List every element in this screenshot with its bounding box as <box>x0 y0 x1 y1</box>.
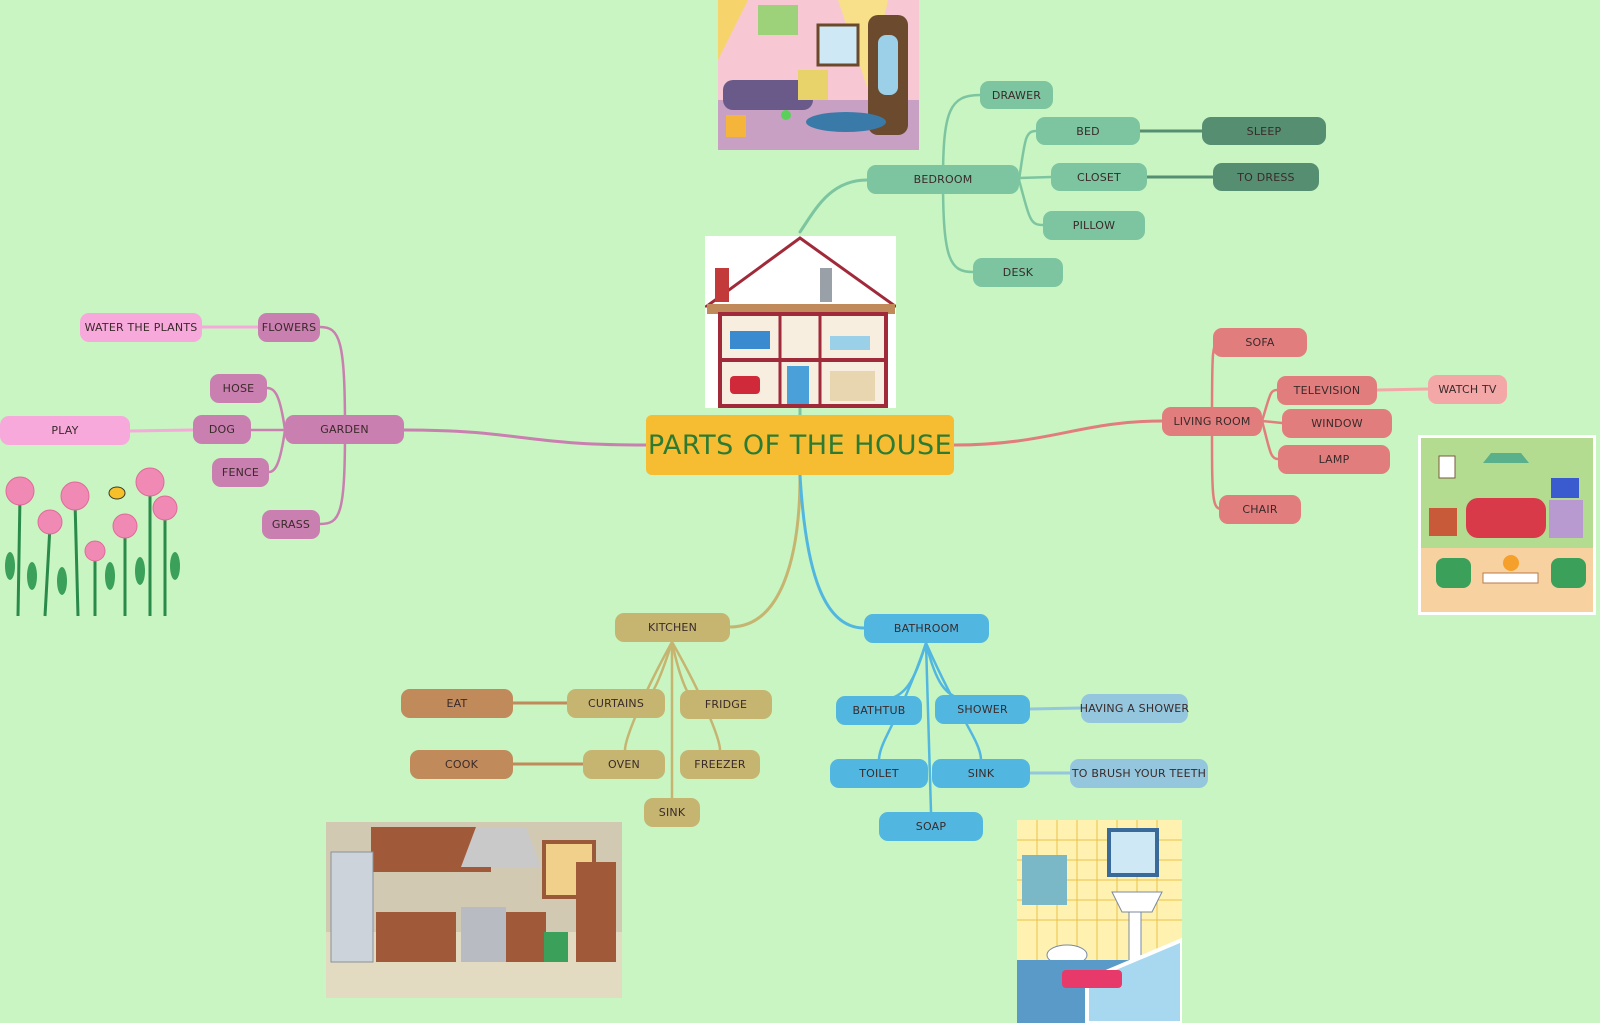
curtains-node[interactable]: CURTAINS <box>567 689 665 718</box>
soap-node[interactable]: SOAP <box>879 812 983 841</box>
fence-node[interactable]: FENCE <box>212 458 269 487</box>
link-bedroom-desk <box>941 178 975 274</box>
eat-node[interactable]: EAT <box>401 689 513 718</box>
bathtub-node[interactable]: BATHTUB <box>836 696 922 725</box>
bedroom-node[interactable]: BEDROOM <box>867 165 1019 194</box>
kitchen-sink-node[interactable]: SINK <box>644 798 700 827</box>
link-central-bedroom <box>798 178 869 234</box>
living-room-illustration <box>1418 435 1596 615</box>
link-bedroom-closet <box>1017 175 1053 180</box>
link-garden-flowers <box>318 325 347 432</box>
link-central-living-room <box>952 419 1164 447</box>
link-central-kitchen <box>728 473 802 629</box>
oven-node[interactable]: OVEN <box>583 750 665 779</box>
television-node[interactable]: TELEVISION <box>1277 376 1377 405</box>
chair-node[interactable]: CHAIR <box>1219 495 1301 524</box>
link-garden-fence <box>267 428 287 474</box>
link-central-garden <box>402 428 648 447</box>
central-topic[interactable]: PARTS OF THE HOUSE <box>646 415 954 475</box>
to-brush-your-teeth-node[interactable]: TO BRUSH YOUR TEETH <box>1070 759 1208 788</box>
flowers-illustration <box>0 466 185 621</box>
having-a-shower-node[interactable]: HAVING A SHOWER <box>1080 694 1189 723</box>
water-the-plants-node[interactable]: WATER THE PLANTS <box>80 313 202 342</box>
freezer-node[interactable]: FREEZER <box>680 750 760 779</box>
grass-node[interactable]: GRASS <box>262 510 320 539</box>
dog-node[interactable]: DOG <box>193 415 251 444</box>
living-room-node[interactable]: LIVING ROOM <box>1162 407 1262 436</box>
link-bedroom-drawer <box>941 93 982 182</box>
link-garden-grass <box>318 428 347 526</box>
link-garden-hose <box>265 386 287 432</box>
drawer-node[interactable]: DRAWER <box>980 81 1053 109</box>
sleep-node[interactable]: SLEEP <box>1202 117 1326 145</box>
hose-node[interactable]: HOSE <box>210 374 267 403</box>
desk-node[interactable]: DESK <box>973 258 1063 287</box>
bathroom-node[interactable]: BATHROOM <box>864 614 989 643</box>
to-dress-node[interactable]: TO DRESS <box>1213 163 1319 191</box>
house-illustration <box>705 236 896 408</box>
link-bedroom-pillow <box>1017 178 1045 227</box>
kitchen-illustration <box>326 822 622 998</box>
link-living-lamp <box>1260 419 1280 461</box>
link-central-bathroom <box>798 473 866 630</box>
bathroom-illustration <box>1017 820 1182 1023</box>
shower-node[interactable]: SHOWER <box>935 695 1030 724</box>
link-television-watch-tv <box>1375 387 1430 392</box>
bathroom-sink-node[interactable]: SINK <box>932 759 1030 788</box>
link-bedroom-bed <box>1017 129 1038 182</box>
link-living-television <box>1260 388 1279 423</box>
closet-node[interactable]: CLOSET <box>1051 163 1147 191</box>
link-dog-play <box>128 428 195 433</box>
cook-node[interactable]: COOK <box>410 750 513 779</box>
link-shower-having <box>1028 706 1083 711</box>
bedroom-illustration <box>718 0 919 150</box>
sofa-node[interactable]: SOFA <box>1213 328 1307 357</box>
link-living-window <box>1260 419 1284 425</box>
watch-tv-node[interactable]: WATCH TV <box>1428 375 1507 404</box>
flowers-node[interactable]: FLOWERS <box>258 313 320 342</box>
link-bathroom-bathtub <box>878 641 928 702</box>
garden-node[interactable]: GARDEN <box>285 415 404 444</box>
toilet-node[interactable]: TOILET <box>830 759 928 788</box>
pillow-node[interactable]: PILLOW <box>1043 211 1145 240</box>
link-bathroom-soap <box>924 641 933 814</box>
kitchen-node[interactable]: KITCHEN <box>615 613 730 642</box>
bed-node[interactable]: BED <box>1036 117 1140 145</box>
play-node[interactable]: PLAY <box>0 416 130 445</box>
fridge-node[interactable]: FRIDGE <box>680 690 772 719</box>
lamp-node[interactable]: LAMP <box>1278 445 1390 474</box>
window-node[interactable]: WINDOW <box>1282 409 1392 438</box>
